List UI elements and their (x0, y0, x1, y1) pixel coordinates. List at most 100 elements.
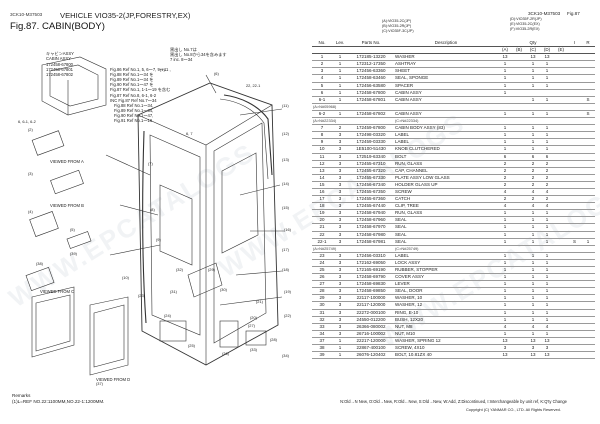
cell-lev: 3 (332, 174, 348, 182)
cell-qty-d: 4 (540, 202, 554, 211)
cell-qty-b (512, 195, 526, 204)
cell-i (568, 344, 582, 353)
cell-lev: 3 (332, 181, 348, 189)
note-part: 172458-67800 (46, 62, 74, 67)
cell-no: 21 (312, 223, 332, 232)
cell-i (568, 330, 582, 338)
cell-description: RUN, GLASS (394, 160, 498, 168)
cell-lev: 1 (332, 82, 348, 90)
cell-qty-e (554, 202, 569, 211)
cell-no: 6-2 (312, 110, 332, 119)
cell-qty-e (554, 124, 569, 133)
cell-description: SEAL (394, 231, 498, 239)
cell-qty-c: 2 (526, 181, 540, 189)
cell-no: 15 (312, 181, 332, 189)
cell-i (568, 160, 582, 168)
view-label: VIEWED FROM C (40, 289, 74, 294)
callout-label: (32) (176, 267, 184, 272)
cell-qty-b (512, 174, 526, 182)
qty-col: (A) (498, 46, 512, 55)
cell-qty-e (554, 60, 569, 69)
cell-lev: 3 (332, 316, 348, 324)
cell-no: 9 (312, 138, 332, 147)
note-fig2: Fig.87 Ref No.8, 6-1, 6-2 (110, 93, 157, 98)
variant-code: (B):VIO35-2R(JP) (382, 24, 412, 28)
cell-no: 31 (312, 309, 332, 317)
cell-qty-b (512, 53, 526, 62)
cell-no: 29 (312, 294, 332, 303)
cell-qty-a: 4 (498, 323, 512, 331)
cell-qty-c: 1 (526, 266, 540, 275)
variant-codes: (A):VIO35-2C(JP) (B):VIO35-2R(JP) (C):VI… (382, 19, 414, 34)
cell-qty-b (512, 131, 526, 140)
cell-r (581, 309, 596, 317)
cell-r (581, 209, 596, 218)
cell-qty-c: 1 (526, 74, 540, 83)
cell-i (568, 223, 582, 232)
cell-i (568, 294, 582, 303)
cell-description: BOLT (394, 153, 498, 161)
cell-lev: 2 (332, 124, 348, 133)
cell-qty-c: 4 (526, 202, 540, 211)
cell-qty-b (512, 67, 526, 76)
cell-lev: 3 (332, 153, 348, 161)
cell-no: 14 (312, 174, 332, 182)
cell-qty-e (554, 266, 569, 275)
cell-part-no: 172455-67330 (348, 174, 394, 182)
cell-description: WASHER, 12 (394, 301, 498, 310)
cell-qty-d: 4 (540, 188, 554, 197)
callout-label: (5) (70, 227, 75, 232)
cell-i (568, 337, 582, 346)
col-header-i: I (568, 40, 582, 48)
cell-qty-c: 1 (526, 216, 540, 225)
cell-i (568, 252, 582, 260)
cell-r: 1 (581, 238, 596, 246)
cell-i (568, 153, 582, 161)
cell-qty-b (512, 337, 526, 346)
cell-qty-a: 2 (498, 160, 512, 168)
note-fig2: Fig.89 Ref No.1〜34, (114, 108, 153, 113)
cell-description: SEAL, DOOR (394, 287, 498, 296)
callout-label: (16) (284, 227, 292, 232)
cell-part-no: 172458-67980 (348, 231, 394, 239)
cell-qty-b (512, 202, 526, 211)
cell-qty-e (554, 330, 569, 338)
cell-qty-e (554, 344, 569, 353)
cell-part-no: 172458-67960 (348, 216, 394, 225)
cell-qty-e (554, 259, 569, 268)
cell-qty-e (554, 89, 569, 97)
cell-qty-a: 1 (498, 316, 512, 324)
cell-qty-e (554, 316, 569, 324)
cell-r: S (581, 110, 596, 119)
cell-qty-e (554, 252, 569, 260)
qty-col: (D) (540, 46, 554, 55)
cell-part-no: 172455-67350 (348, 188, 394, 197)
cell-r (581, 202, 596, 211)
cell-description: LABEL (394, 138, 498, 147)
cell-qty-d: 1 (540, 124, 554, 133)
cell-part-no: 22867-400100 (348, 344, 394, 353)
parts-table: No. Lev. Parts No. Description Qty I R (… (312, 40, 596, 360)
callout-label: (11) (282, 103, 289, 108)
cell-i (568, 202, 582, 211)
cell-description: SPACER (394, 82, 498, 90)
cell-lev: 1 (332, 110, 348, 119)
cell-description: BOLT, 10.81ZX 40 (394, 351, 498, 360)
col-header-no: No. (312, 40, 332, 48)
callout-label: (30) (220, 287, 228, 292)
callout-label: (2) (28, 127, 33, 132)
cell-part-no: 172519-63340 (348, 153, 394, 161)
callout-label: (1) (160, 67, 165, 72)
cell-r (581, 273, 596, 282)
cell-qty-c: 1 (526, 96, 540, 104)
cell-qty-a: 1 (498, 294, 512, 303)
cell-description: PLATE ASSY LOW GLASS (394, 174, 498, 182)
